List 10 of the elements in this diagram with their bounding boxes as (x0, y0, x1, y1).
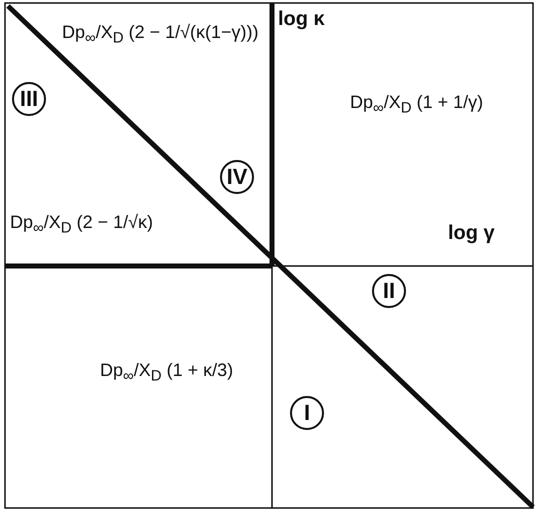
region-number: II (372, 274, 406, 308)
formula-label: Dp$_{∞}$/X$_{D}$ (1 + 1/γ) (350, 92, 484, 117)
formula-label: Dp$_{∞}$/X$_{D}$ (1 + κ/3) (100, 360, 234, 385)
formula-label: Dp$_{∞}$/X$_{D}$ (2 − 1/√κ) (10, 212, 153, 237)
region-number: IV (220, 160, 254, 194)
formula-label: Dp$_{∞}$/X$_{D}$ (2 − 1/√(κ(1−γ))) (62, 22, 258, 47)
axis-label: log κ (278, 8, 325, 31)
region-number: I (290, 396, 324, 430)
axis-label: log γ (448, 222, 495, 245)
region-number: III (12, 82, 46, 116)
